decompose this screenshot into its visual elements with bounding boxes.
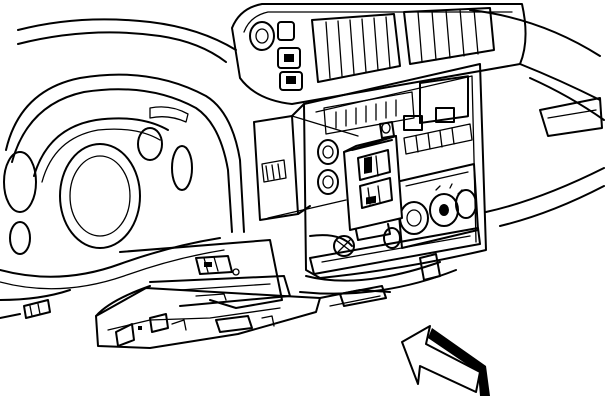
- instrument-cluster: [0, 73, 245, 290]
- center-vents: [231, 3, 527, 105]
- right-dash-panel: [485, 63, 605, 227]
- dash-top-edge: [17, 9, 601, 63]
- direction-arrow-icon: [401, 325, 490, 396]
- tachometer-gauge: [3, 151, 37, 213]
- temperature-gauge: [171, 145, 193, 191]
- speedometer-gauge: [59, 143, 141, 249]
- hazard-button: [249, 21, 275, 51]
- temperature-knob: [455, 189, 477, 219]
- radio-display: [419, 75, 469, 124]
- accessory-module: [267, 115, 403, 241]
- mode-knob: [429, 193, 459, 227]
- headlamp-switch: [253, 103, 311, 221]
- left-lower-dash: [0, 289, 71, 319]
- lower-trim-panel: [95, 285, 391, 349]
- fan-speed-knob: [399, 201, 429, 235]
- knee-bolster-area: [95, 239, 291, 317]
- volume-knob: [317, 139, 339, 165]
- lower-center-console: [299, 227, 481, 295]
- fuel-gauge: [137, 127, 163, 161]
